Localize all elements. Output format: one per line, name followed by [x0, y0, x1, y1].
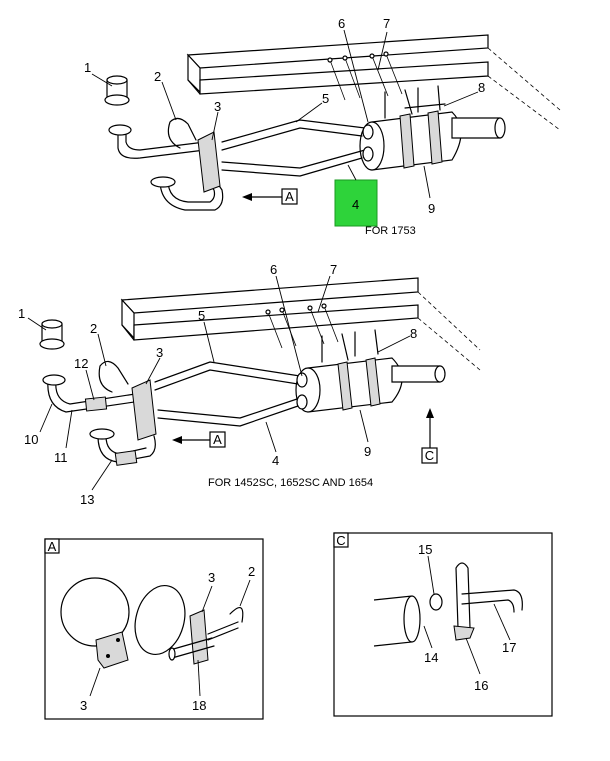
middle-callout-3: 3	[156, 345, 163, 360]
middle-pipes	[47, 361, 308, 466]
middle-callout-1: 1	[18, 306, 25, 321]
middle-caption: FOR 1452SC, 1652SC AND 1654	[208, 477, 373, 489]
top-mounting-bolts	[327, 51, 403, 101]
detail-c-callout-17: 17	[502, 640, 516, 655]
top-callout-3: 3	[214, 99, 221, 114]
top-assembly-view: A 1 2 3 4 5 6 7 8 9 FOR 1753	[84, 16, 561, 237]
middle-callout-4: 4	[272, 453, 279, 468]
middle-muffler	[295, 329, 446, 413]
top-flanges	[104, 75, 176, 188]
middle-assembly-view: A C 1 2 3 4 5 6 7 8 9 10	[18, 262, 481, 507]
top-muffler	[359, 85, 506, 171]
top-callout-5: 5	[322, 91, 329, 106]
top-view-ref-a: A	[285, 189, 294, 204]
detail-c-callout-15: 15	[418, 542, 432, 557]
top-bracket	[167, 117, 221, 193]
top-caption: FOR 1753	[365, 225, 416, 237]
detail-a-callout-2: 2	[248, 564, 255, 579]
middle-callout-7: 7	[330, 262, 337, 277]
top-callout-9: 9	[428, 201, 435, 216]
top-view-arrow-a	[242, 188, 298, 205]
middle-callout-10: 10	[24, 432, 38, 447]
middle-callout-13: 13	[80, 492, 94, 507]
middle-callout-9: 9	[364, 444, 371, 459]
top-leader-lines	[91, 29, 479, 199]
middle-view-ref-a: A	[213, 432, 222, 447]
middle-view-ref-c: C	[425, 448, 434, 463]
top-callout-2: 2	[154, 69, 161, 84]
middle-callout-12: 12	[74, 356, 88, 371]
top-callout-6: 6	[338, 16, 345, 31]
detail-c-label: C	[336, 533, 345, 548]
middle-callout-5: 5	[198, 308, 205, 323]
detail-a-label: A	[48, 539, 57, 554]
middle-callout-8: 8	[410, 326, 417, 341]
top-frame-rail	[186, 34, 561, 131]
detail-c-callout-14: 14	[424, 650, 438, 665]
detail-c-panel: C 15 14 16 17	[333, 532, 553, 717]
detail-a-panel: A 3 2 3 18	[44, 538, 264, 720]
middle-callout-6: 6	[270, 262, 277, 277]
detail-c-callout-16: 16	[474, 678, 488, 693]
middle-view-arrow-a	[172, 431, 226, 448]
middle-leader-lines	[27, 275, 411, 491]
detail-a-callout-18: 18	[192, 698, 206, 713]
middle-callout-2: 2	[90, 321, 97, 336]
detail-a-callout-3-top: 3	[208, 570, 215, 585]
middle-frame-rail	[120, 277, 481, 371]
detail-a-callout-3-bottom: 3	[80, 698, 87, 713]
top-callout-4: 4	[352, 197, 359, 212]
middle-view-arrow-c	[421, 408, 438, 464]
middle-flanges	[39, 319, 115, 440]
middle-bracket	[98, 360, 157, 441]
top-callout-7: 7	[383, 16, 390, 31]
middle-callout-11: 11	[54, 450, 68, 465]
top-callout-8: 8	[478, 80, 485, 95]
top-callout-1: 1	[84, 60, 91, 75]
highlight-box-4	[334, 179, 378, 227]
